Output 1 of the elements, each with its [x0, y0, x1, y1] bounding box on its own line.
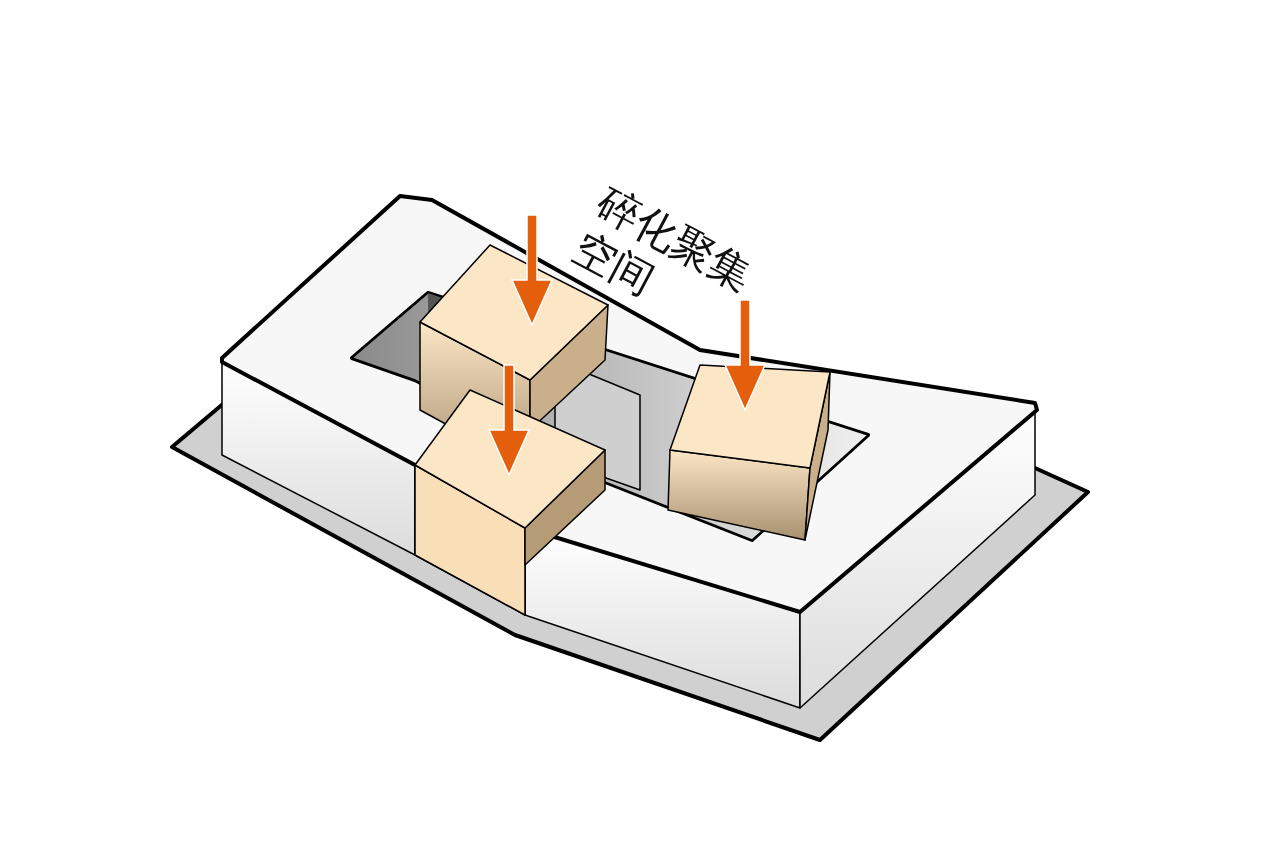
annotation-label: 碎化聚集空间	[564, 178, 762, 308]
